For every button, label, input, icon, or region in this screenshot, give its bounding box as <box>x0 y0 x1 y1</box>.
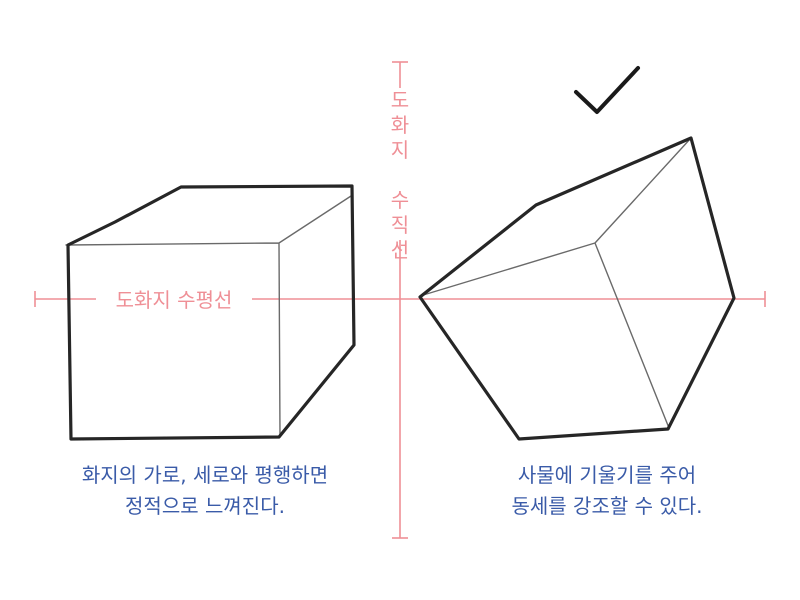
left-caption-line-2: 정적으로 느껴진다. <box>125 494 285 518</box>
tilted-cube-inner-edges <box>419 137 692 429</box>
vertical-guide-label-char <box>385 163 415 188</box>
left-caption: 화지의 가로, 세로와 평행하면 정적으로 느껴진다. <box>35 460 375 522</box>
right-caption: 사물에 기울기를 주어 동세를 강조할 수 있다. <box>437 460 777 522</box>
vertical-guide-label-char: 수 <box>390 188 410 212</box>
vertical-guide-label-char: 지 <box>390 138 410 162</box>
upright-cube <box>65 184 356 441</box>
right-caption-line-1: 사물에 기울기를 주어 <box>517 463 697 487</box>
vertical-guide-label-char: 직 <box>390 213 410 237</box>
left-caption-line-1: 화지의 가로, 세로와 평행하면 <box>81 463 329 487</box>
vertical-guide-label-char: 선 <box>390 238 410 262</box>
right-caption-line-2: 동세를 강조할 수 있다. <box>511 494 703 518</box>
cube-outline <box>66 184 356 441</box>
check-icon <box>574 66 640 114</box>
tilted-cube-outline <box>418 136 736 441</box>
cube-inner-edges <box>65 195 352 437</box>
tilted-cube <box>418 136 736 441</box>
vertical-guide-label-char: 도 <box>390 88 410 112</box>
vertical-guide-label-char: 화 <box>390 113 410 137</box>
horizontal-guide-label: 도화지 수평선 <box>96 285 252 315</box>
